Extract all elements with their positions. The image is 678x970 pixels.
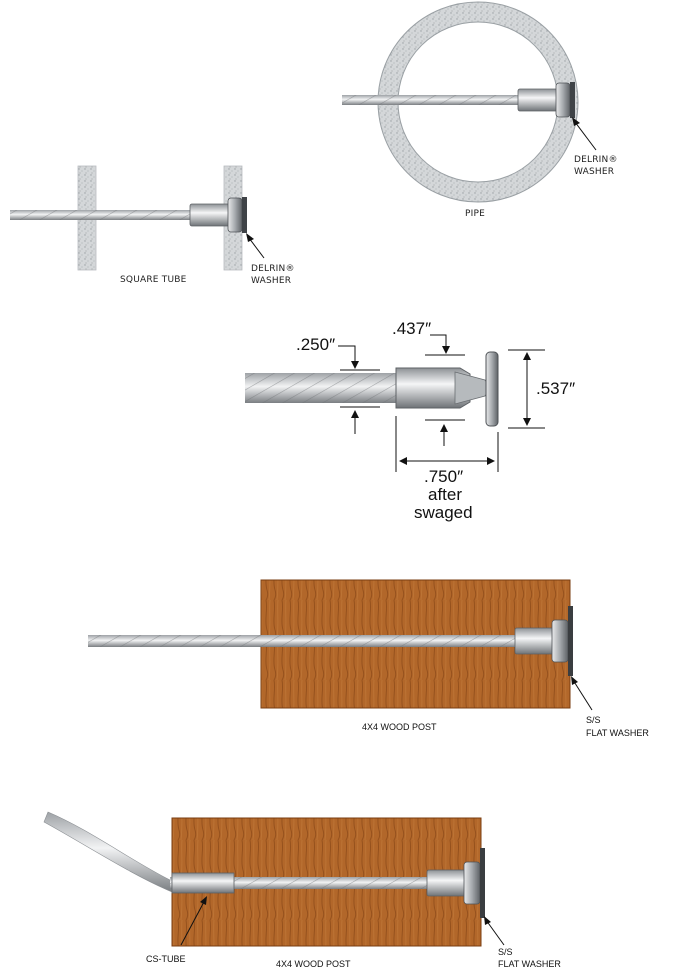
delrin-label-2: WASHER (574, 167, 614, 177)
fitting-head (551, 619, 569, 663)
dim-cable-diameter: .250″ (296, 335, 335, 354)
wood-post-label: 4X4 WOOD POST (276, 959, 351, 969)
fitting-body (189, 203, 231, 227)
fitting-head (227, 197, 243, 233)
wood-post-diagram: 4X4 WOOD POST S/S FLAT WASHER (88, 579, 649, 738)
fitting-head (555, 82, 571, 118)
fitting-body (395, 367, 471, 409)
dim-length-note-1: after (428, 485, 462, 504)
dim-length: .750″ (424, 467, 463, 486)
cs-tube (171, 872, 235, 894)
fitting-body (426, 869, 468, 897)
washer-label-1: S/S (498, 947, 513, 957)
washer-label-2: FLAT WASHER (586, 728, 649, 738)
fitting-body (517, 88, 559, 112)
wood-post-label: 4X4 WOOD POST (362, 722, 437, 732)
washer-label-1: S/S (586, 715, 601, 725)
dim-length-note-2: swaged (414, 503, 473, 522)
flat-washer (480, 848, 485, 918)
fitting-head (463, 861, 481, 905)
dim-body-diameter: .437″ (392, 319, 431, 338)
pipe-label: PIPE (465, 209, 485, 219)
cable-angled (43, 811, 173, 893)
delrin-washer (570, 82, 575, 118)
cs-tube-label: CS-TUBE (146, 954, 186, 964)
delrin-label-1: DELRIN® (574, 155, 618, 165)
delrin-washer (242, 197, 247, 233)
delrin-label-2: WASHER (251, 276, 291, 286)
washer-label-2: FLAT WASHER (498, 959, 561, 969)
fitting-head (485, 351, 499, 427)
flat-washer (568, 606, 573, 676)
square-tube-label: SQUARE TUBE (120, 275, 187, 285)
dim-head-diameter: .537″ (536, 379, 575, 398)
fitting-body (514, 627, 556, 655)
square-tube-diagram: SQUARE TUBE DELRIN® WASHER (10, 165, 295, 286)
wood-post-cs-tube-diagram: CS-TUBE 4X4 WOOD POST S/S FLAT WASHER (43, 811, 561, 969)
delrin-label-1: DELRIN® (251, 264, 295, 274)
pipe-diagram: DELRIN® WASHER PIPE (342, 1, 618, 219)
dimension-diagram: .250″ .437″ .537″ .750″ after swaged (245, 319, 575, 522)
